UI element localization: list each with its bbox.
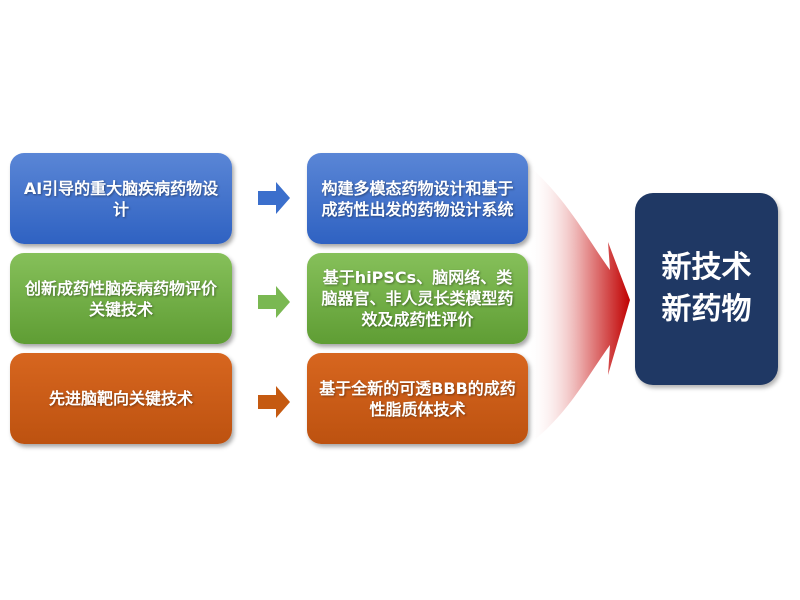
left-box-label: 创新成药性脑疾病药物评价关键技术 <box>24 278 217 319</box>
left-box-label: AI引导的重大脑疾病药物设计 <box>23 178 219 219</box>
result-box: 新技术 新药物 <box>635 193 778 385</box>
result-line-2: 新药物 <box>661 292 752 327</box>
arrow-right-icon <box>258 386 290 418</box>
left-box-label: 先进脑靶向关键技术 <box>48 389 193 408</box>
result-line-1: 新技术 <box>661 250 752 285</box>
middle-box-label: 基于全新的可透BBB的成药性脂质体技术 <box>319 378 516 419</box>
middle-box-label: 基于hiPSCs、脑网络、类脑器官、非人灵长类模型药效及成药性评价 <box>321 268 514 329</box>
left-box-evaluation: 创新成药性脑疾病药物评价关键技术 <box>10 253 232 344</box>
left-box-ai-design: AI引导的重大脑疾病药物设计 <box>10 153 232 244</box>
left-box-targeting: 先进脑靶向关键技术 <box>10 353 232 444</box>
middle-box-liposome: 基于全新的可透BBB的成药性脂质体技术 <box>307 353 528 444</box>
middle-box-design-system: 构建多模态药物设计和基于成药性出发的药物设计系统 <box>307 153 528 244</box>
converging-arrow-icon <box>528 165 630 445</box>
middle-box-label: 构建多模态药物设计和基于成药性出发的药物设计系统 <box>321 178 514 219</box>
middle-box-models: 基于hiPSCs、脑网络、类脑器官、非人灵长类模型药效及成药性评价 <box>307 253 528 344</box>
arrow-right-icon <box>258 286 290 318</box>
arrow-right-icon <box>258 182 290 214</box>
